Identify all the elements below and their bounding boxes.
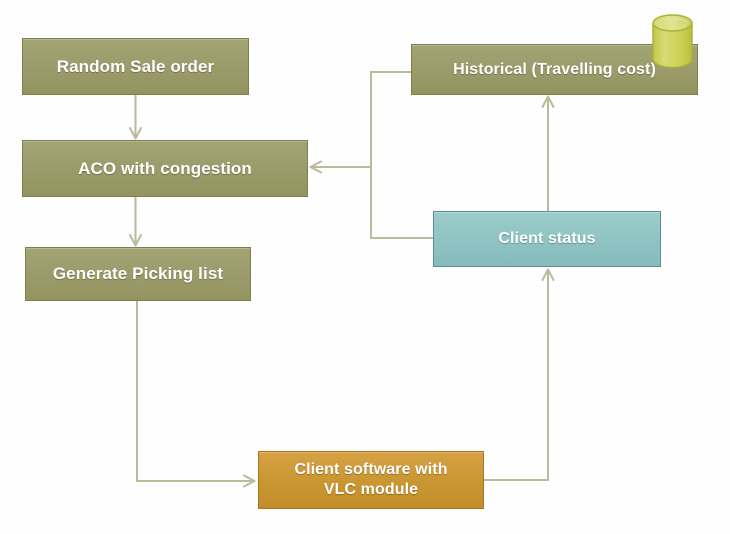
- node-label-line-2: VLC module: [323, 481, 419, 498]
- node-label: ACO with congestion: [78, 158, 252, 178]
- edge-aco-to-picking: [129, 197, 142, 247]
- edge-client-status-to-historical: [541, 95, 555, 211]
- edge-picking-to-vlc: [136, 301, 256, 488]
- node-client-software-vlc-module[interactable]: Client software with VLC module: [258, 451, 484, 509]
- edge-historical-to-aco: [309, 71, 411, 174]
- edge-vlc-to-client-status: [484, 268, 555, 481]
- node-label: Historical (Travelling cost): [453, 60, 656, 78]
- node-label: Client software with VLC module: [294, 460, 447, 500]
- database-cylinder-icon: [652, 14, 693, 69]
- node-label: Client status: [498, 230, 596, 247]
- node-random-sale-order[interactable]: Random Sale order: [22, 38, 249, 95]
- node-label: Generate Picking list: [52, 264, 224, 284]
- node-historical-travelling-cost[interactable]: Historical (Travelling cost): [411, 44, 698, 95]
- edge-client-status-to-aco: [370, 167, 433, 239]
- edge-random-to-aco: [129, 95, 142, 140]
- node-label: Random Sale order: [56, 56, 215, 76]
- node-client-status[interactable]: Client status: [433, 211, 661, 267]
- node-aco-with-congestion[interactable]: ACO with congestion: [22, 140, 308, 197]
- node-label-line-1: Client software with: [294, 461, 448, 478]
- node-generate-picking-list[interactable]: Generate Picking list: [25, 247, 251, 301]
